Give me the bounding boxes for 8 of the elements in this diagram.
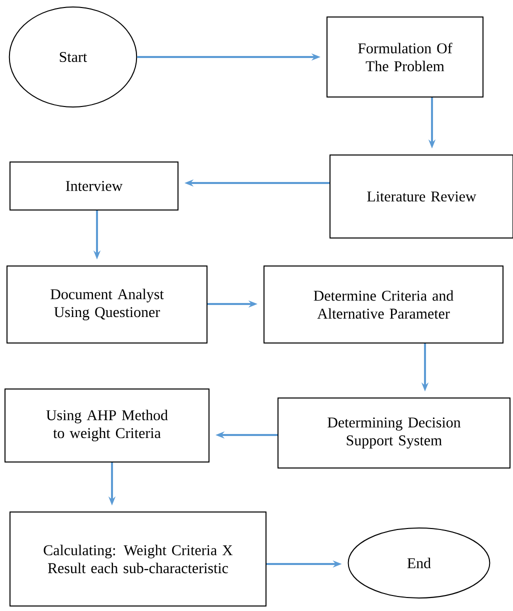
process-box: Determining Decision Support System (278, 398, 510, 468)
process-box: Document Analyst Using Questioner (6, 266, 208, 344)
process-box: Determine Criteria and Alternative Parameter (264, 266, 504, 344)
process-box: Using AHP Method to weight Criteria (4, 388, 210, 462)
process-box: Calculating: Weight Criteria X Result each sub-characteristic (10, 512, 266, 606)
process-box: Formulation Of The Problem (326, 16, 484, 98)
process-box: Interview (10, 162, 178, 210)
process-box: Literature Review (330, 154, 513, 238)
